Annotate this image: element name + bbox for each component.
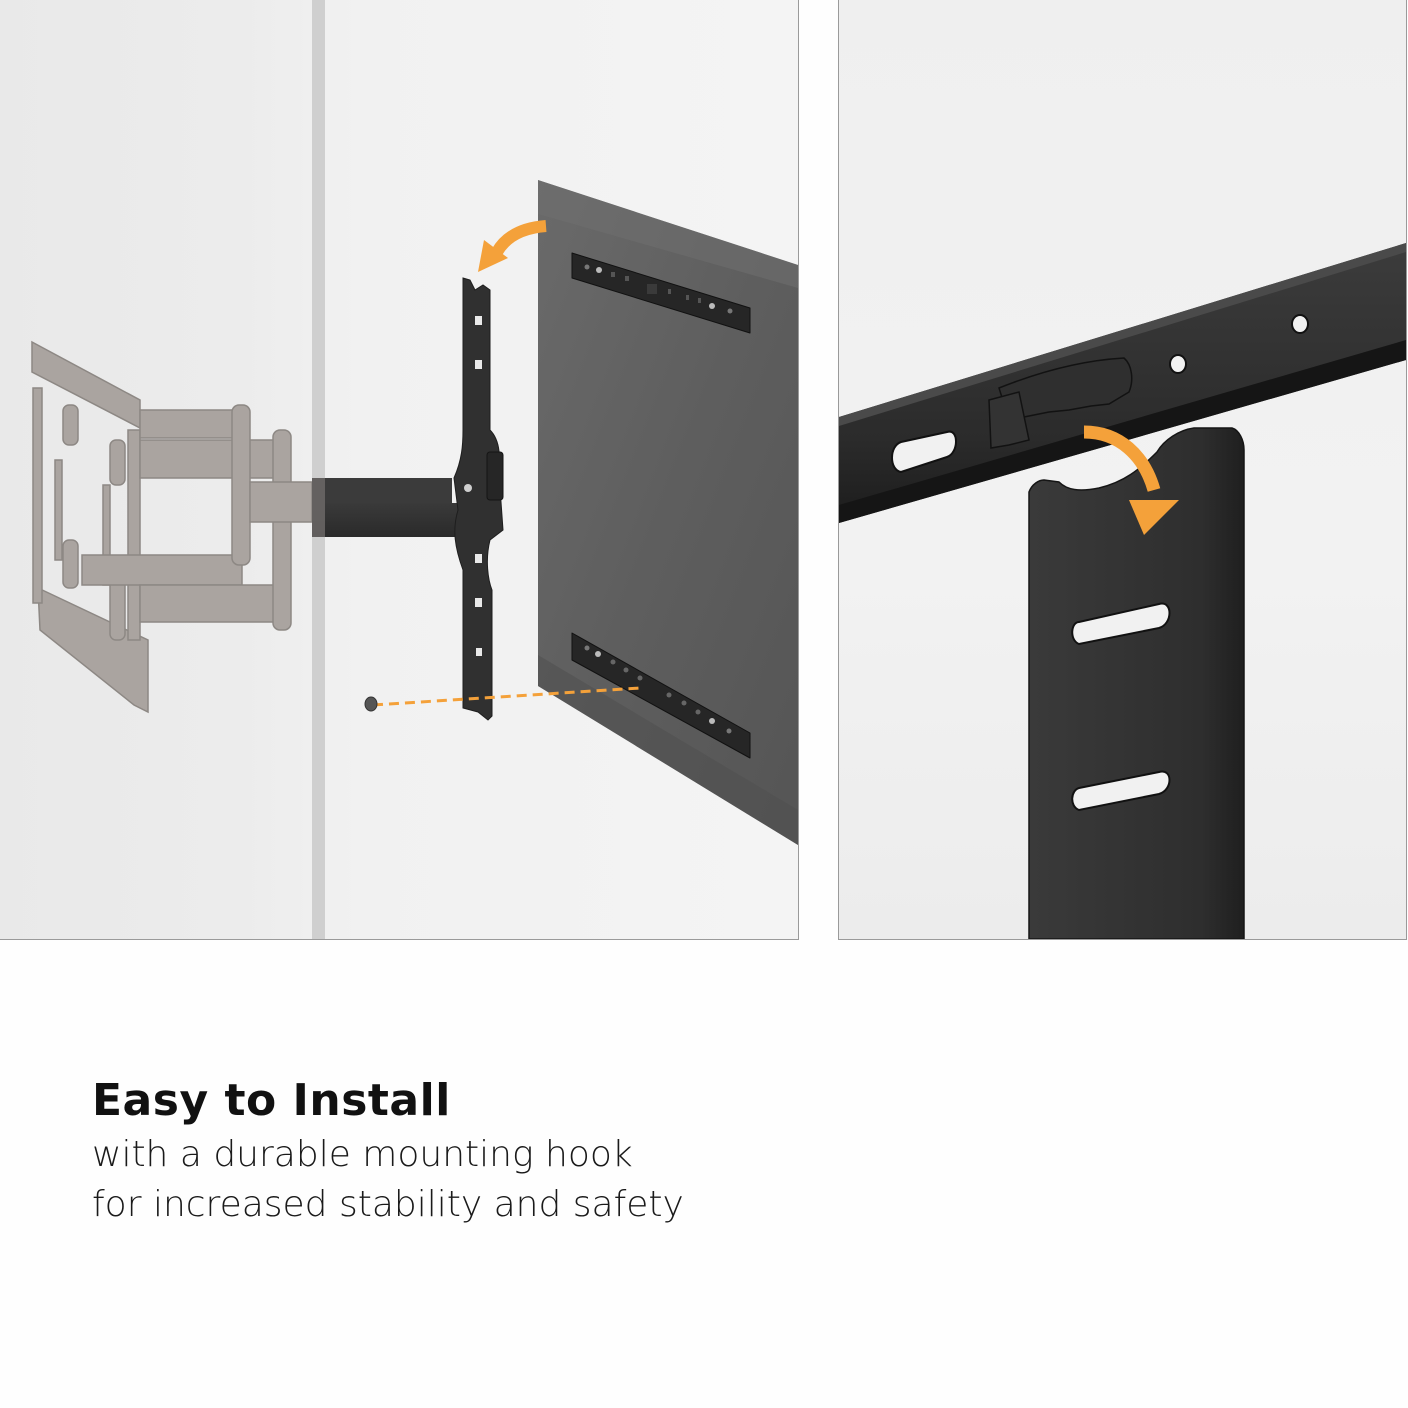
bottom-rail-icon	[571, 632, 751, 759]
vertical-bracket-icon	[453, 277, 504, 721]
tv-back-icon	[538, 180, 798, 845]
hook-latch-icon	[988, 357, 1133, 449]
caption-subtitle-line2: for increased stability and safety	[92, 1184, 684, 1225]
ghost-articulating-arm-icon	[31, 340, 313, 714]
vertical-plate-icon	[1028, 427, 1245, 939]
install-diagram-left	[31, 0, 798, 939]
dashed-screw-line-icon	[372, 686, 641, 707]
curved-arrow-icon	[1083, 425, 1179, 535]
right-closeup-panel	[838, 0, 1407, 940]
curved-arrow-icon	[478, 220, 547, 272]
caption-subtitle-line1: with a durable mounting hook	[92, 1134, 633, 1175]
left-illustration-panel	[0, 0, 799, 940]
screw-icon	[364, 696, 378, 712]
hook-closeup-diagram	[839, 243, 1406, 939]
caption-block: Easy to Install with a durable mounting …	[92, 1072, 684, 1230]
wall-edge-stripe	[312, 0, 325, 939]
top-rail-icon	[571, 252, 751, 334]
caption-title: Easy to Install	[92, 1075, 451, 1126]
